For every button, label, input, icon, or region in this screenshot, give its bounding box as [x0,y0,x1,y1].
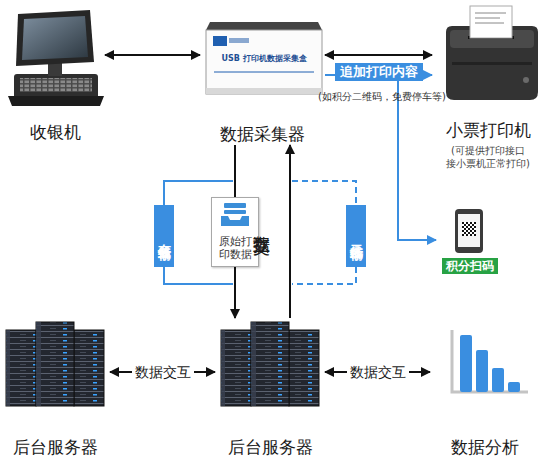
bar-chart-illustration-part [508,382,520,392]
server-illustration-part [6,322,104,406]
receipt-printer-illustration-part [452,62,532,65]
phone-illustration-part [458,214,480,247]
receipt-printer-node: 小票打印机 (可提供打印接口 接小票机正常打印) [432,5,544,175]
bar-chart-illustration-part [476,350,488,392]
inbox-icon [221,203,249,226]
server-node: 后台服务器 [0,318,110,458]
tag-text: 有线传输 [154,234,174,238]
cash-register-illustration-part [22,16,88,60]
connector-label: 数据交互 [132,363,194,381]
phone-illustration-part [455,209,483,253]
data-analysis-node: 数据分析 [430,318,540,458]
receipt-printer-illustration-part [475,23,504,24]
collector-device-illustration-part [229,38,249,43]
transport-tag: 有线传输 [154,205,174,267]
receipt-printer-illustration [446,6,538,100]
node-label: 数据分析 [430,436,540,458]
connector-label: 数据交互 [252,222,275,226]
transport-bracket [164,181,356,284]
phone-illustration-part [462,222,476,236]
phone-illustration [455,209,483,253]
bar-chart-illustration-part [452,330,528,392]
node-label: 后台服务器 [215,436,325,458]
inbox-icon-part [221,216,249,226]
node-label: 数据采集器 [200,123,325,145]
server-illustration-part [221,322,319,406]
collector-device-illustration-part [206,22,322,30]
inbox-icon-part [224,203,246,208]
collector-device-illustration-part [206,30,322,94]
cash-register-illustration-part [20,78,92,92]
node-label: 收银机 [5,121,105,143]
collector-device-illustration-part [214,72,314,73]
transport-tag: 无线传输 [346,205,366,267]
bar-chart-illustration-part [460,335,472,392]
node-note: (可提供打印接口 接小票机正常打印) [443,144,533,170]
collector-device-illustration-part [206,88,322,94]
cash-register-node: 收银机 [5,8,105,143]
bar-chart-illustration-part [492,368,504,392]
collector-device-illustration [206,22,322,94]
receipt-printer-illustration-part [523,77,529,83]
server-node: 后台服务器 [215,318,325,458]
collector-device-illustration-part [213,36,227,46]
connector-label: 数据交互 [347,363,409,381]
device-print: USB 打印机数据采集盒 [221,53,306,64]
cash-register-illustration-part [16,10,94,66]
server-illustration [6,322,319,406]
connector-label: 追加打印内容 [335,63,423,81]
connector-arrow [105,54,200,56]
note-text: (如积分二维码，免费停车等) [318,90,446,104]
inbox-icon-part [224,210,246,214]
receipt-printer-illustration-part [470,6,512,38]
badge-text: 积分扫码 [442,258,498,274]
node-label: 后台服务器 [0,436,110,458]
receipt-printer-illustration-part [475,18,500,19]
node-label: 小票打印机 [432,119,544,141]
cash-register-illustration-part [8,96,104,106]
receipt-printer-illustration-part [475,13,506,14]
box-text: 原始打印数据 [215,235,255,261]
tag-text: 无线传输 [346,234,366,238]
cash-register-illustration [8,10,104,106]
connector-arrow [325,54,432,56]
bar-chart-illustration [452,330,528,392]
connector-arrow [289,145,291,318]
scan-phone-node: 积分扫码 [436,206,504,274]
data-collector-node: 数据采集器 [200,15,325,145]
